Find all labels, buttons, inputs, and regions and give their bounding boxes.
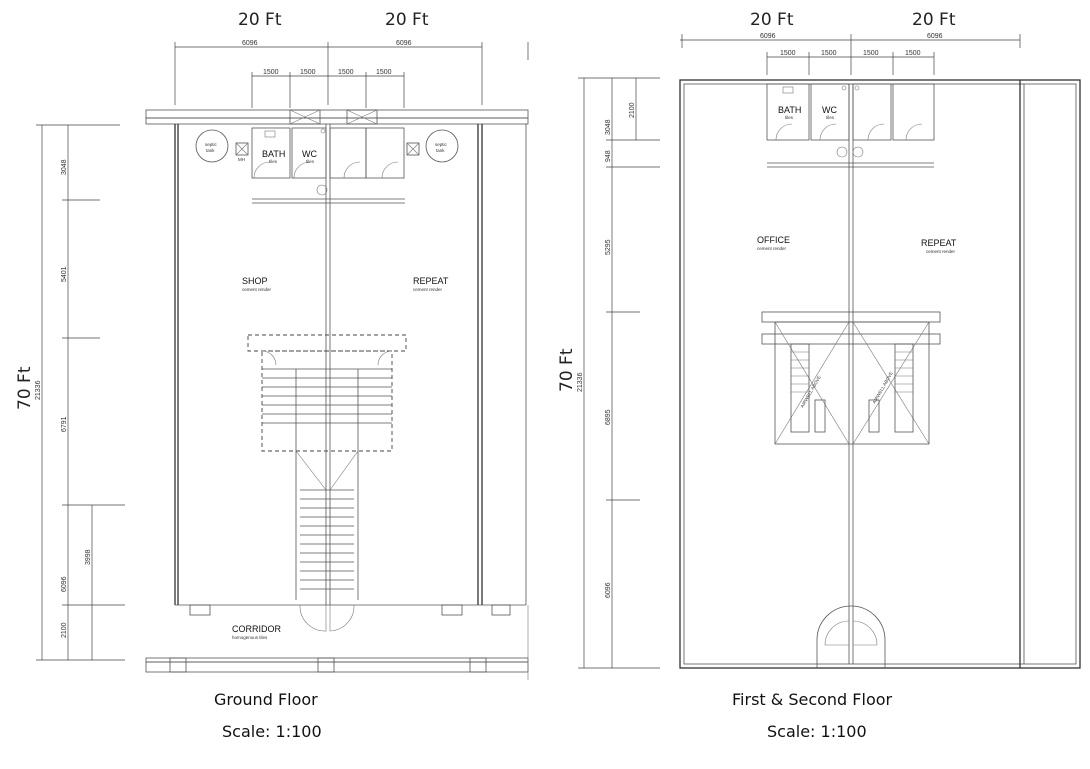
manhole-left-label: MH — [238, 157, 245, 162]
upper-dim-module-4: 1500 — [905, 50, 921, 57]
ground-repeat-label: REPEAT — [413, 276, 449, 286]
upper-left-dimension: 70 Ft 21336 3048 948 5295 6895 6096 2100 — [557, 77, 660, 669]
ground-top-dimension: 6096 6096 1500 1500 1500 1500 — [174, 40, 529, 108]
upper-floor-caption: First & Second Floor — [732, 690, 893, 709]
airwell-left-label: AIRWELL ABOVE — [800, 375, 822, 409]
shop-sub: cement render — [242, 287, 272, 292]
upper-wc-label: WC — [822, 105, 837, 115]
upper-left-dim-1: 3048 — [605, 119, 612, 135]
ground-dim-module-1: 1500 — [263, 69, 279, 76]
ground-left-dim-1: 3048 — [61, 159, 68, 175]
ground-front — [145, 604, 529, 680]
ground-height-total: 21336 — [35, 380, 42, 400]
septic-tank-right-label: septic — [435, 142, 448, 147]
upper-dim-module-3: 1500 — [863, 50, 879, 57]
ground-height-label: 70 Ft — [15, 366, 35, 410]
upper-toilet-block: BATH tiles WC tiles — [766, 83, 935, 158]
office-label: OFFICE — [757, 235, 790, 245]
septic-tank-left-sub: tank — [206, 148, 215, 153]
office-sub: cement render — [757, 246, 787, 251]
upper-width-label-left: 20 Ft — [750, 10, 794, 30]
upper-bath-sub: tiles — [785, 115, 794, 120]
upper-left-dim-3: 5295 — [605, 239, 612, 255]
upper-dim-module-1: 1500 — [780, 50, 796, 57]
ground-floor-caption: Ground Floor — [214, 690, 318, 709]
ground-staircase — [247, 334, 407, 600]
upper-dim-top-1: 6096 — [760, 33, 776, 40]
upper-left-dim-2: 948 — [605, 150, 612, 162]
shop-label: SHOP — [242, 276, 268, 286]
ground-dim-module-2: 1500 — [300, 69, 316, 76]
upper-floor-plan: 20 Ft 20 Ft 6096 6096 1500 1500 1500 150… — [557, 10, 1081, 741]
airwell-right-label: AIRWELL ABOVE — [872, 371, 894, 405]
upper-wc-sub: tiles — [826, 115, 835, 120]
upper-left-dim-5: 6096 — [605, 582, 612, 598]
ground-left-dim-5: 2100 — [61, 622, 68, 638]
ground-floor-plan: 20 Ft 20 Ft 6096 6096 1500 1500 1500 150… — [15, 10, 529, 741]
upper-top-dimension: 6096 6096 1500 1500 1500 1500 — [680, 33, 1021, 75]
upper-dim-top-2: 6096 — [927, 33, 943, 40]
septic-tank-left-icon — [195, 129, 229, 163]
ground-inner-dim: 3998 — [85, 549, 92, 565]
corridor-sub: homogenous tiles — [232, 635, 268, 640]
ground-bath-sub: tiles — [269, 159, 278, 164]
upper-bath-label: BATH — [778, 105, 801, 115]
upper-inner-dim: 2100 — [629, 102, 636, 118]
upper-width-label-right: 20 Ft — [912, 10, 956, 30]
ground-wc-label: WC — [302, 149, 317, 159]
ground-left-dimension: 70 Ft 21336 3048 5401 6791 6096 2100 399… — [15, 124, 125, 661]
septic-tank-right-sub: tank — [436, 148, 445, 153]
ground-floor-scale: Scale: 1:100 — [222, 722, 322, 741]
septic-tank-left-label: septic — [205, 142, 218, 147]
septic-tank-right-icon — [425, 129, 459, 163]
ground-left-dim-2: 5401 — [61, 266, 68, 282]
ground-dim-module-3: 1500 — [338, 69, 354, 76]
ground-width-label-left: 20 Ft — [238, 10, 282, 30]
ground-rear-wall — [145, 109, 529, 125]
ground-repeat-sub: cement render — [413, 287, 443, 292]
ground-wc-sub: tiles — [306, 159, 315, 164]
corridor-label: CORRIDOR — [232, 624, 281, 634]
ground-left-dim-3: 6791 — [61, 416, 68, 432]
ground-toilet-block: BATH tiles WC tiles — [251, 127, 405, 196]
ground-dim-top-2: 6096 — [396, 40, 412, 47]
ground-bath-label: BATH — [262, 149, 285, 159]
upper-airwell: AIRWELL ABOVE AIRWELL ABOVE — [761, 311, 941, 445]
ground-width-label-right: 20 Ft — [385, 10, 429, 30]
upper-repeat-sub: cement render — [926, 249, 956, 254]
upper-repeat-label: REPEAT — [921, 238, 957, 248]
ground-dim-module-4: 1500 — [376, 69, 392, 76]
ground-dim-top-1: 6096 — [242, 40, 258, 47]
upper-left-dim-4: 6895 — [605, 409, 612, 425]
ground-left-dim-4: 6096 — [61, 576, 68, 592]
manhole-left-icon — [235, 142, 249, 156]
upper-front — [816, 605, 886, 668]
upper-floor-scale: Scale: 1:100 — [767, 722, 867, 741]
manhole-right-icon — [406, 142, 420, 156]
upper-height-label: 70 Ft — [557, 348, 577, 392]
upper-dim-module-2: 1500 — [821, 50, 837, 57]
upper-height-total: 21336 — [577, 372, 584, 392]
